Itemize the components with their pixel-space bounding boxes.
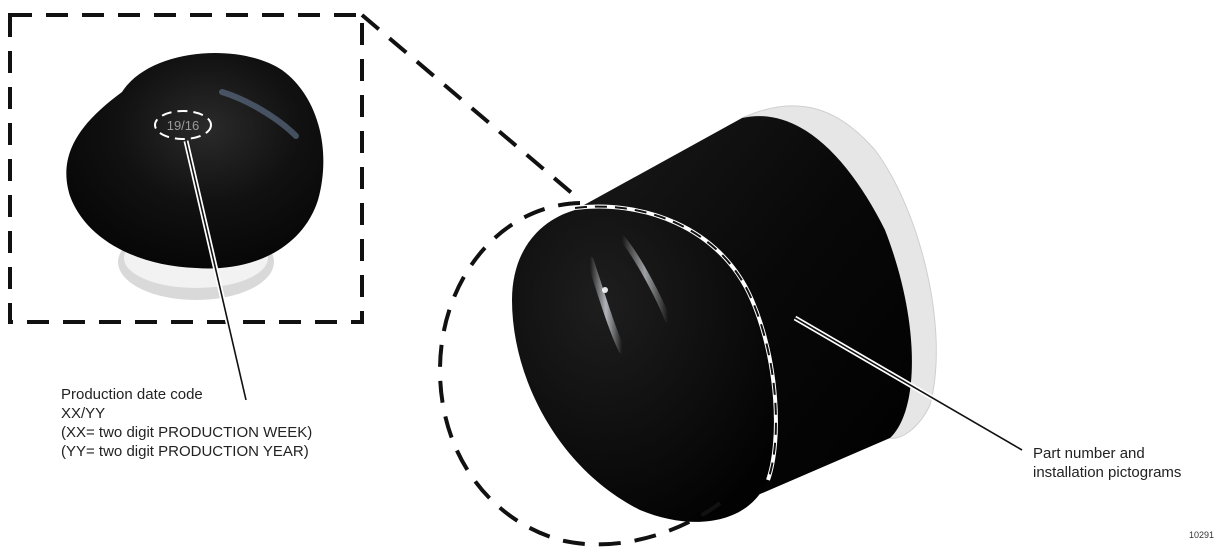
part-number-line-2: installation pictograms bbox=[1033, 464, 1182, 481]
figure-number: 10291 bbox=[1188, 530, 1214, 540]
date-code-format: XX/YY bbox=[61, 405, 106, 422]
date-code-title: Production date code bbox=[61, 386, 203, 403]
part-number-caption: Part number and installation pictograms bbox=[1033, 444, 1181, 482]
date-code-leader bbox=[183, 140, 249, 401]
embossed-date-code: 19/16 bbox=[167, 118, 200, 133]
date-code-year-note: (YY= two digit PRODUCTION YEAR) bbox=[61, 443, 309, 460]
detail-circle bbox=[437, 201, 732, 547]
inset-frame bbox=[8, 13, 364, 324]
face-edge-highlight bbox=[574, 204, 778, 481]
part-number-line-1: Part number and bbox=[1033, 445, 1145, 462]
part-number-leader bbox=[793, 315, 1024, 453]
filter-cap-photo: 19/16 bbox=[66, 52, 324, 300]
oil-filter-body bbox=[512, 105, 937, 522]
date-code-week-note: (XX= two digit PRODUCTION WEEK) bbox=[61, 424, 313, 441]
zoom-connector-line bbox=[360, 13, 582, 202]
date-code-caption: Production date code XX/YY (XX= two digi… bbox=[61, 385, 312, 461]
